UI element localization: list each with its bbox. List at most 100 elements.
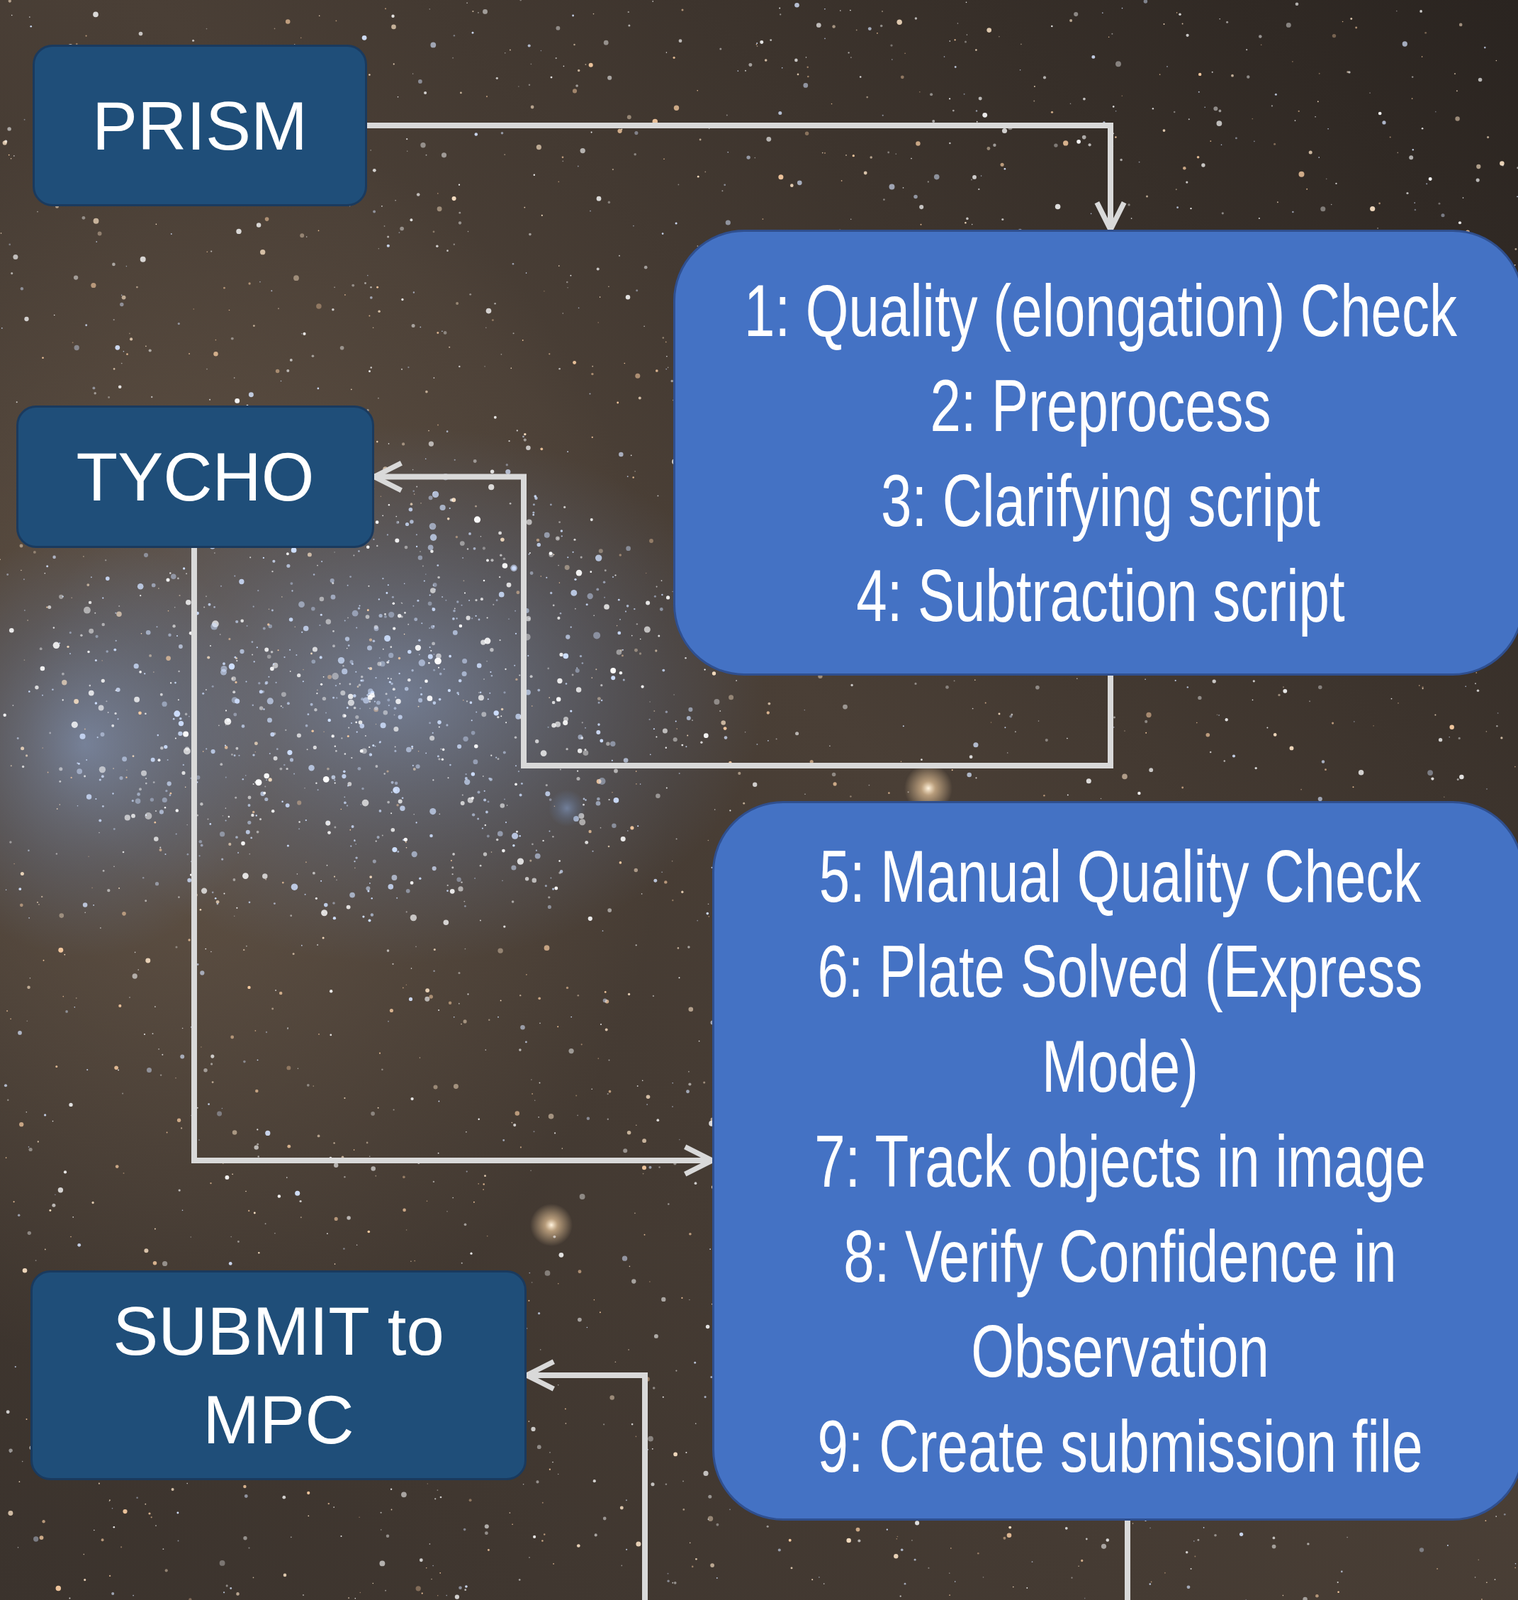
star <box>537 1444 542 1449</box>
star <box>1286 22 1292 28</box>
star <box>535 739 539 743</box>
star <box>437 1152 440 1154</box>
star <box>235 1591 240 1596</box>
star <box>900 75 905 79</box>
star <box>37 1140 39 1142</box>
star <box>406 138 408 140</box>
star <box>379 1559 385 1566</box>
star <box>466 2 468 4</box>
star <box>358 1515 361 1518</box>
star <box>375 723 378 725</box>
star <box>506 463 509 466</box>
star <box>795 731 799 735</box>
star <box>693 1361 696 1364</box>
star <box>1474 1576 1477 1578</box>
star <box>612 168 614 171</box>
star <box>235 228 241 234</box>
star <box>603 1516 607 1521</box>
star <box>646 1094 651 1100</box>
star <box>619 553 623 557</box>
star <box>120 1545 122 1548</box>
star <box>1182 166 1187 171</box>
star <box>576 776 580 781</box>
star <box>460 1023 463 1025</box>
star <box>1115 60 1122 67</box>
star <box>681 890 684 893</box>
star <box>576 1543 581 1548</box>
star <box>1447 1544 1449 1546</box>
star <box>532 513 535 516</box>
star <box>118 887 120 889</box>
star <box>203 1067 207 1072</box>
star <box>1272 1544 1277 1549</box>
star <box>333 551 336 553</box>
star <box>272 559 275 563</box>
star <box>661 232 665 235</box>
star <box>347 693 353 699</box>
star <box>48 1209 52 1212</box>
star <box>333 875 336 878</box>
star <box>73 274 78 280</box>
star <box>206 250 209 253</box>
star <box>1038 720 1040 722</box>
star <box>966 772 972 778</box>
star <box>1115 110 1117 112</box>
star <box>914 1520 920 1525</box>
star <box>121 294 123 297</box>
star <box>1500 736 1503 739</box>
star <box>370 1111 375 1116</box>
star <box>593 13 595 15</box>
star <box>547 904 552 909</box>
star <box>1499 160 1504 166</box>
star <box>1019 69 1022 71</box>
star <box>170 792 173 795</box>
star <box>413 291 415 293</box>
star <box>402 1208 407 1212</box>
star <box>333 1505 335 1508</box>
star <box>666 51 668 54</box>
star <box>1391 698 1393 700</box>
star <box>588 393 591 395</box>
star <box>1448 736 1450 738</box>
star <box>14 1365 17 1368</box>
star <box>210 1062 213 1065</box>
star <box>615 1360 617 1363</box>
star <box>252 810 255 813</box>
star <box>463 1019 468 1023</box>
star <box>381 514 384 516</box>
star <box>218 724 220 726</box>
star <box>496 77 499 80</box>
star <box>9 1017 12 1020</box>
star <box>333 286 336 288</box>
star <box>565 747 568 750</box>
star <box>268 608 271 610</box>
star <box>1428 177 1433 181</box>
star <box>93 391 96 395</box>
star <box>91 1201 94 1204</box>
star <box>446 1210 448 1212</box>
star <box>746 155 750 159</box>
star <box>886 1528 888 1531</box>
star <box>165 655 171 661</box>
star <box>282 881 285 884</box>
star <box>4 1083 8 1087</box>
star <box>367 274 369 277</box>
star <box>450 859 453 862</box>
star <box>253 1211 256 1214</box>
star <box>1187 1584 1191 1589</box>
star <box>454 607 456 609</box>
star <box>581 721 584 723</box>
star <box>1436 1567 1438 1570</box>
star <box>662 336 665 339</box>
star <box>1255 766 1258 769</box>
star <box>253 1576 255 1578</box>
star <box>340 345 345 351</box>
star <box>608 286 610 288</box>
star <box>70 776 73 779</box>
star <box>178 644 183 649</box>
star <box>401 298 404 301</box>
star <box>245 1190 247 1193</box>
star <box>1346 1536 1348 1538</box>
star <box>150 396 153 398</box>
star <box>1114 136 1117 138</box>
